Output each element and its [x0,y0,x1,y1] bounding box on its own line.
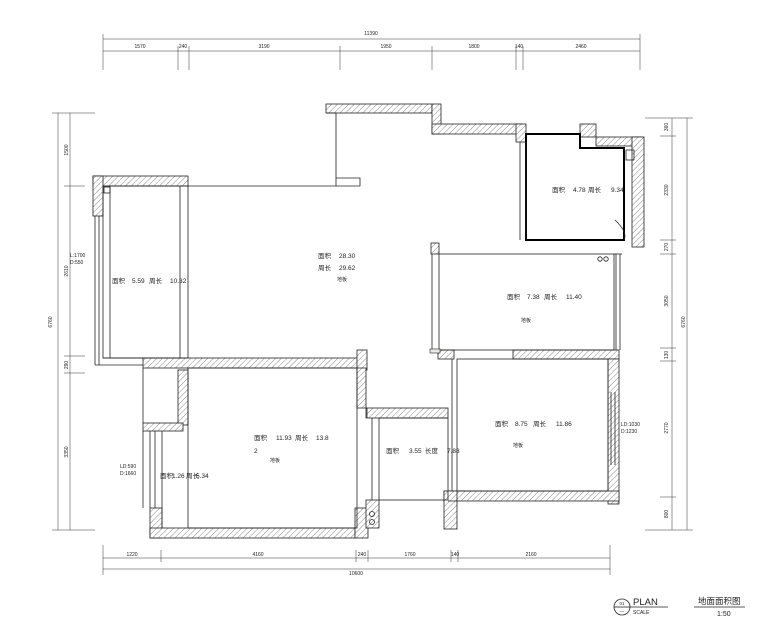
title-block [613,598,745,616]
room-1-floor-label: 地板 [337,276,347,283]
top-total-dimension: 11390 [364,31,378,37]
room-2-perimeter-value: 9.34 [611,187,624,194]
room-2-area-value: 4.78 [573,187,586,194]
window-note-2-ld: LD:590 [120,464,136,470]
room-7-area-value: 3.55 [409,448,422,455]
bottom-dimension-4: 1760 [404,552,415,558]
room-4-floor-label: 地板 [521,317,531,324]
right-dimension-2: 2330 [664,184,670,195]
room-1-perimeter-value: 29.62 [339,265,356,272]
room-7-area-label: 面积 [386,446,400,455]
right-total-dimension: 6760 [681,316,687,327]
window-note-1-ld: L:1700 [70,253,86,259]
right-dimension-3: 270 [664,243,670,252]
left-dimension-4: 3350 [64,446,70,457]
room-8-area-label: 面积 [160,471,174,480]
left-dimension-1: 1500 [64,144,70,155]
room-6-area-label: 面积 [254,433,268,442]
right-dimension-6: 2770 [664,422,670,433]
room-6-floor-label: 地板 [270,457,280,464]
room-4-perimeter-label: 周长 [544,292,558,301]
room-6-perimeter-label: 周长 [295,433,309,442]
top-dimension-6: 140 [515,44,524,50]
room-4-area-label: 面积 [507,292,521,301]
room-4-perimeter-value: 11.40 [566,294,582,301]
drawing-title: 地面面积图 [698,596,741,606]
room-8-perimeter-label: 周长 [186,471,200,480]
bottom-dimension-lines [102,545,611,575]
window-note-1-d: D:550 [70,260,84,266]
window-note-3-d: D:1230 [621,429,637,435]
room-4-area-value: 7.38 [527,294,540,301]
room-2-perimeter-label: 周长 [588,185,602,194]
left-total-dimension: 6760 [48,316,54,327]
bottom-dimension-6: 2160 [525,552,536,558]
room-3-perimeter-value: 10.32 [170,278,187,285]
plan-label: PLAN [633,597,658,608]
room-7-perimeter-label: 长度 [425,446,439,455]
room-6-perimeter-value: 13.8 [316,435,329,442]
scale-label: SCALE [633,610,650,616]
right-dimension-5: 130 [664,351,670,360]
top-dimension-lines [102,34,641,70]
section-symbol-number: 01 [619,601,625,606]
right-dimension-1: 360 [664,123,670,132]
room-5-perimeter-value: 11.86 [556,421,572,428]
drawing-scale: 1:50 [717,611,731,618]
interior-lines [94,112,635,529]
room-5-area-value: 8.75 [515,421,528,428]
room-8-area-value: 1.26 [172,473,185,480]
section-symbol-sheet: — [620,609,625,614]
top-dimension-7: 2460 [575,44,586,50]
room-6-area-value: 11.93 [276,435,292,442]
room-7-perimeter-value: 7.88 [447,448,460,455]
window-note-2-d: D:1660 [120,471,136,477]
right-dimension-7: 800 [664,510,670,519]
window-note-3-ld: LD:1030 [621,422,640,428]
top-dimension-4: 1950 [380,44,391,50]
room-5-perimeter-label: 周长 [533,419,547,428]
room-5-floor-label: 地板 [513,442,523,449]
room-6-extra: 2 [254,448,258,455]
top-dimension-1: 1570 [134,44,145,50]
top-dimension-5: 1800 [468,44,479,50]
bottom-dimension-5: 140 [451,552,460,558]
room-3-area-label: 面积 [112,276,126,285]
room-8-perimeter-value: 5.34 [196,473,209,480]
room-3-area-value: 5.59 [132,278,145,285]
room-2-area-label: 面积 [552,185,566,194]
room-5-area-label: 面积 [495,419,509,428]
left-dimension-lines [52,112,95,531]
room-1-area-label: 面积 [318,251,332,260]
room-3-perimeter-label: 周长 [149,276,163,285]
right-dimension-lines [645,117,693,531]
bottom-dimension-3: 240 [358,552,367,558]
right-dimension-4: 3050 [664,295,670,306]
room-1-area-value: 28.30 [339,253,356,260]
bottom-dimension-1: 1220 [126,552,137,558]
left-dimension-3: 290 [64,361,70,370]
bottom-dimension-2: 4160 [252,552,263,558]
top-dimension-2: 240 [179,44,188,50]
bottom-total-dimension: 10600 [349,571,363,577]
top-dimension-3: 3190 [258,44,269,50]
room-1-perimeter-label: 周长 [318,263,332,272]
left-dimension-2: 2610 [64,265,70,276]
